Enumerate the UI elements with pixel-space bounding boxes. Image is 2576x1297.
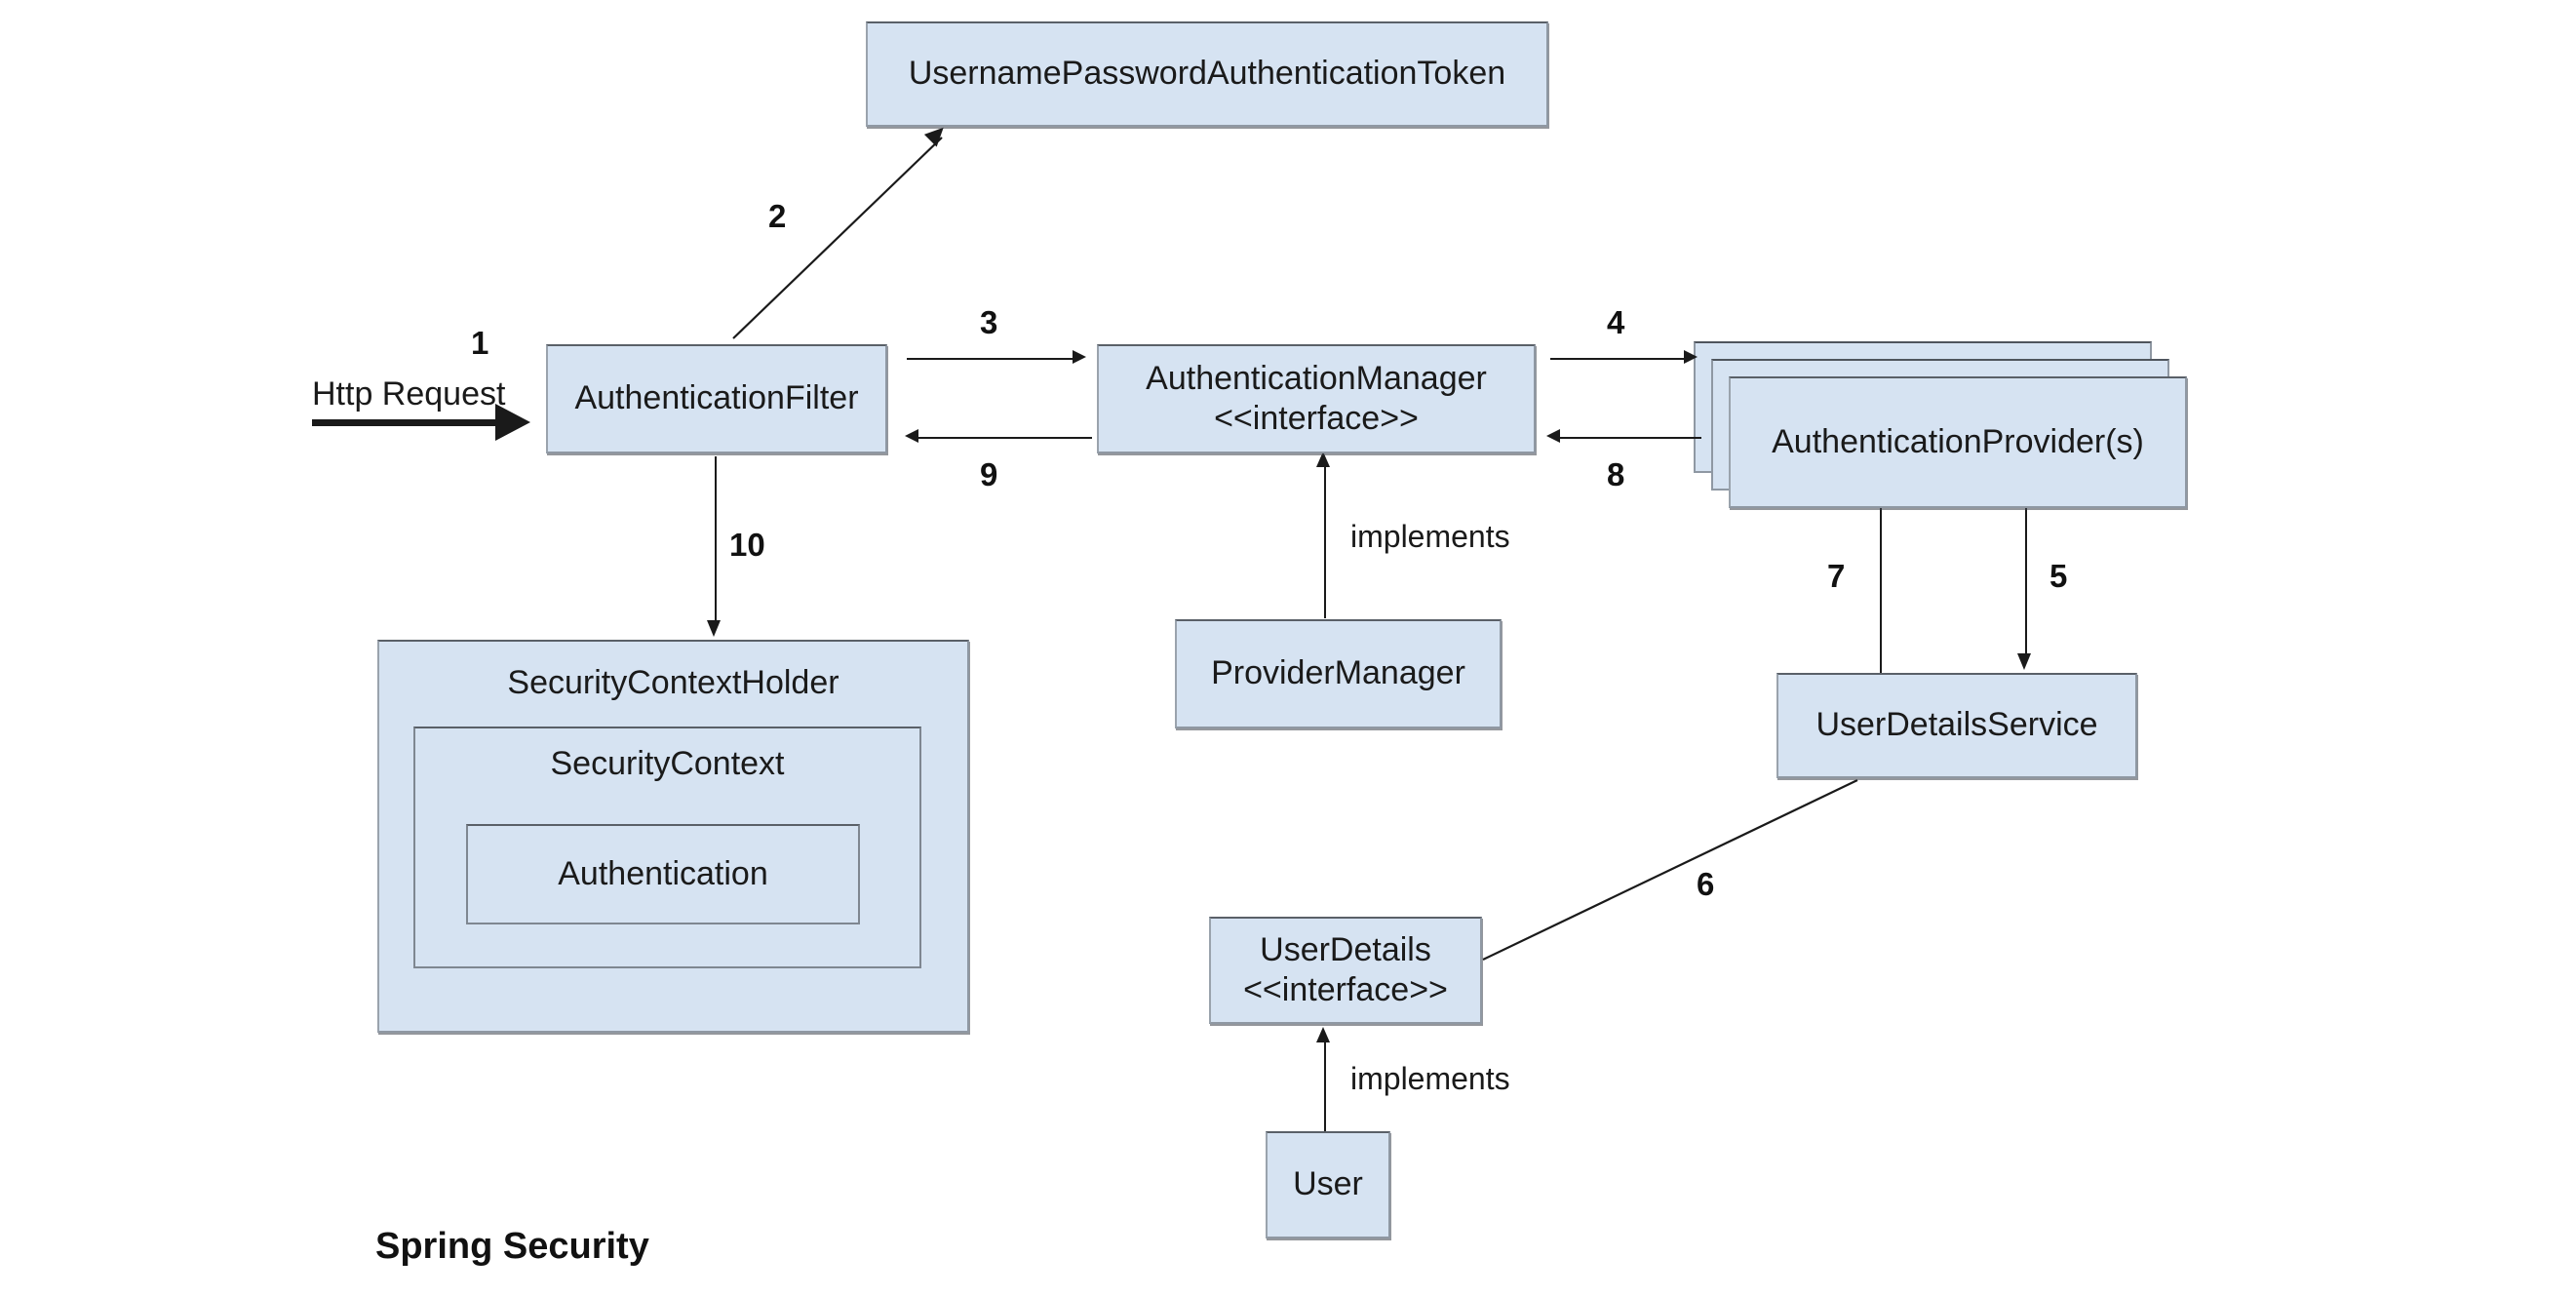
implements-label-user: implements (1350, 1061, 1510, 1096)
node-label: User (1293, 1165, 1363, 1203)
node-provider-manager[interactable]: ProviderManager (1175, 619, 1502, 728)
edge-5-line (2025, 507, 2027, 658)
edge-3-line (907, 358, 1080, 360)
node-label: UsernamePasswordAuthenticationToken (908, 55, 1506, 93)
node-label: AuthenticationFilter (574, 379, 859, 417)
step-number-4: 4 (1607, 304, 1625, 340)
node-label: AuthenticationManager (1146, 359, 1487, 397)
node-authentication[interactable]: Authentication (466, 824, 860, 924)
node-user[interactable]: User (1266, 1131, 1390, 1238)
step-number-5: 5 (2049, 558, 2068, 594)
http-request-label: Http Request (312, 375, 506, 413)
node-user-details-service[interactable]: UserDetailsService (1776, 673, 2137, 778)
edge-4-arrowhead (1684, 350, 1698, 364)
edge-9-arrowhead (905, 429, 918, 443)
node-label: SecurityContextHolder (507, 664, 839, 701)
edge-7-line (1880, 507, 1882, 675)
node-label: Authentication (558, 854, 768, 892)
node-label: ProviderManager (1211, 654, 1465, 692)
node-authentication-filter[interactable]: AuthenticationFilter (546, 344, 887, 453)
step-number-3: 3 (980, 304, 998, 340)
step-number-2: 2 (768, 198, 787, 234)
edge-3-arrowhead (1073, 350, 1086, 364)
step-number-8: 8 (1607, 456, 1625, 492)
node-label: AuthenticationProvider(s) (1772, 422, 2144, 460)
edge-4-line (1550, 358, 1692, 360)
node-authentication-manager[interactable]: AuthenticationManager <<interface>> (1097, 344, 1536, 453)
node-authentication-provider[interactable]: AuthenticationProvider(s) (1729, 376, 2187, 508)
node-stereotype: <<interface>> (1214, 400, 1419, 437)
edge-9-line (918, 437, 1092, 439)
node-stereotype: <<interface>> (1243, 971, 1448, 1008)
diagram-title-line-1: Spring Security (375, 1225, 649, 1267)
edge-8-line (1560, 437, 1701, 439)
step-number-1: 1 (471, 325, 489, 361)
node-user-details[interactable]: UserDetails <<interface>> (1209, 917, 1482, 1024)
edge-implements-user-arrowhead (1316, 1027, 1330, 1042)
edge-5-arrowhead (2017, 653, 2031, 670)
edge-10-line (715, 456, 717, 624)
edge-implements-provider-manager-line (1324, 466, 1326, 618)
node-security-context[interactable]: SecurityContext (413, 727, 921, 968)
step-number-6: 6 (1697, 866, 1715, 902)
node-username-password-authentication-token[interactable]: UsernamePasswordAuthenticationToken (866, 21, 1548, 127)
edge-http-request-line (312, 419, 497, 426)
edge-8-arrowhead (1546, 429, 1560, 443)
node-label: UserDetailsService (1815, 706, 2098, 744)
diagram-title: Spring Security Authentication Architect… (375, 1175, 862, 1297)
step-number-7: 7 (1827, 558, 1846, 594)
implements-label-provider-manager: implements (1350, 519, 1510, 554)
edge-10-arrowhead (707, 620, 721, 637)
edge-http-request-arrowhead (495, 404, 530, 441)
node-label: SecurityContext (550, 745, 785, 782)
step-number-10: 10 (729, 527, 765, 563)
edge-implements-user-line (1324, 1042, 1326, 1131)
node-label: UserDetails (1260, 930, 1431, 968)
edge-implements-provider-manager-arrowhead (1316, 452, 1330, 467)
step-number-9: 9 (980, 456, 998, 492)
